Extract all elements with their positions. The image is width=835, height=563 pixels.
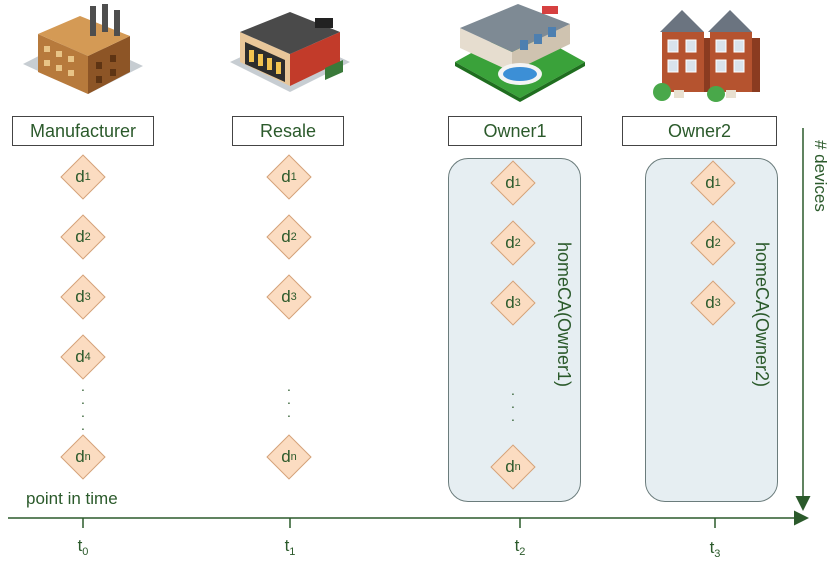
tick-label-t2: t2 [514, 536, 526, 558]
stage-resale: Resale [232, 116, 344, 146]
stage-owner2: Owner2 [622, 116, 777, 146]
homeca-label-owner2: homeCA(Owner2) [752, 242, 772, 388]
factory-icon [23, 4, 143, 94]
homeca-group-owner1 [448, 158, 581, 502]
tick-label-t1: t1 [284, 536, 296, 558]
ellipsis-owner1: ... [511, 382, 515, 424]
tick-label-t0: t0 [77, 536, 89, 558]
ellipsis-resale: ... [287, 378, 291, 420]
townhouses-icon [653, 10, 760, 102]
shop-icon [230, 12, 350, 92]
stage-owner1: Owner1 [448, 116, 582, 146]
ellipsis-manufacturer: .... [81, 378, 85, 433]
stage-manufacturer: Manufacturer [12, 116, 154, 146]
time-axis-label: point in time [26, 489, 118, 508]
tick-label-t3: t3 [709, 538, 721, 560]
homeca-group-owner2 [645, 158, 778, 502]
device-axis-label: # devices [811, 140, 830, 212]
house-pool-icon [455, 4, 585, 102]
homeca-label-owner1: homeCA(Owner1) [554, 242, 574, 388]
